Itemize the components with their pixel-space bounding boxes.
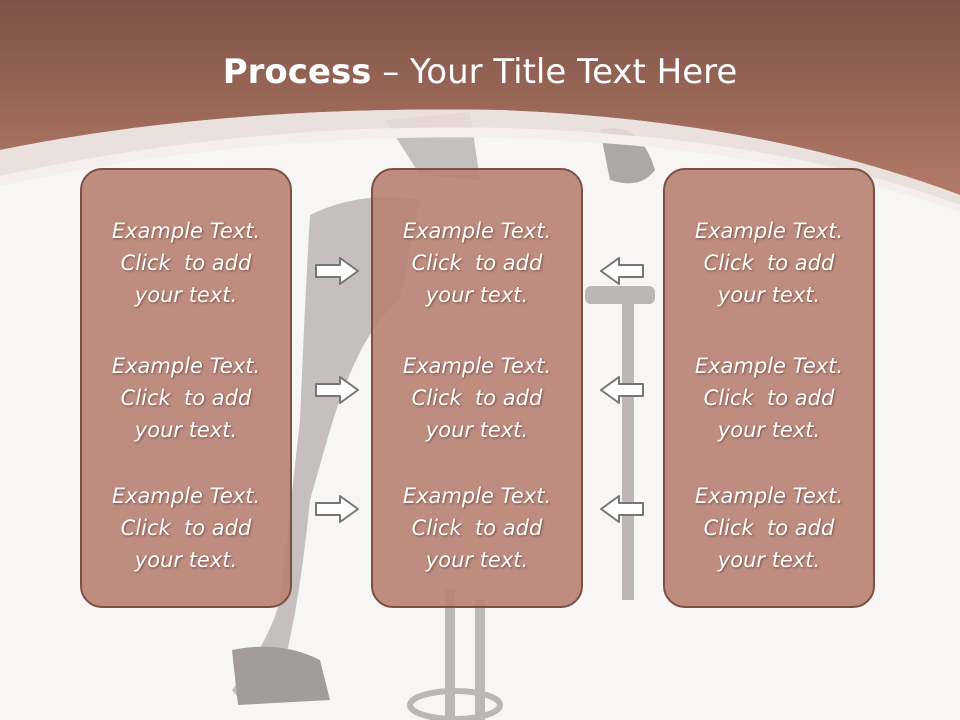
text-line: Example Text. (111, 219, 261, 243)
text-line: your text. (717, 548, 821, 572)
text-line: Example Text. (402, 484, 552, 508)
text-line: Example Text. (694, 484, 844, 508)
text-line: Example Text. (694, 219, 844, 243)
arrow-right-icon (315, 376, 359, 404)
text-line: Click to add (411, 251, 543, 275)
text-line: Click to add (411, 386, 543, 410)
text-line: Example Text. (111, 354, 261, 378)
text-line: your text. (425, 548, 529, 572)
arrow-left-icon (600, 257, 644, 285)
page-title: Process – Your Title Text Here (0, 52, 960, 92)
arrow-left-icon (600, 495, 644, 523)
text-line: Example Text. (402, 354, 552, 378)
process-box-left[interactable]: Example Text. Click to add your text. Ex… (80, 168, 292, 608)
text-placeholder[interactable]: Example Text. Click to add your text. (373, 480, 581, 576)
title-rest: – Your Title Text Here (371, 52, 738, 92)
text-placeholder[interactable]: Example Text. Click to add your text. (82, 350, 290, 446)
arrow-right-icon (315, 257, 359, 285)
text-placeholder[interactable]: Example Text. Click to add your text. (665, 215, 873, 311)
text-line: Example Text. (402, 219, 552, 243)
text-line: your text. (425, 418, 529, 442)
text-placeholder[interactable]: Example Text. Click to add your text. (373, 215, 581, 311)
text-line: your text. (717, 418, 821, 442)
text-placeholder[interactable]: Example Text. Click to add your text. (665, 480, 873, 576)
text-placeholder[interactable]: Example Text. Click to add your text. (665, 350, 873, 446)
text-line: your text. (717, 283, 821, 307)
text-line: Click to add (703, 386, 835, 410)
text-line: Click to add (120, 386, 252, 410)
text-line: your text. (134, 418, 238, 442)
process-box-right[interactable]: Example Text. Click to add your text. Ex… (663, 168, 875, 608)
text-line: Example Text. (111, 484, 261, 508)
process-box-center[interactable]: Example Text. Click to add your text. Ex… (371, 168, 583, 608)
arrow-right-icon (315, 495, 359, 523)
text-placeholder[interactable]: Example Text. Click to add your text. (82, 215, 290, 311)
text-line: Click to add (120, 251, 252, 275)
text-line: Example Text. (694, 354, 844, 378)
text-line: your text. (134, 548, 238, 572)
text-placeholder[interactable]: Example Text. Click to add your text. (373, 350, 581, 446)
text-line: your text. (134, 283, 238, 307)
text-placeholder[interactable]: Example Text. Click to add your text. (82, 480, 290, 576)
text-line: Click to add (120, 516, 252, 540)
text-line: Click to add (703, 516, 835, 540)
title-bold: Process (222, 52, 372, 92)
arrow-left-icon (600, 376, 644, 404)
text-line: Click to add (411, 516, 543, 540)
text-line: your text. (425, 283, 529, 307)
text-line: Click to add (703, 251, 835, 275)
